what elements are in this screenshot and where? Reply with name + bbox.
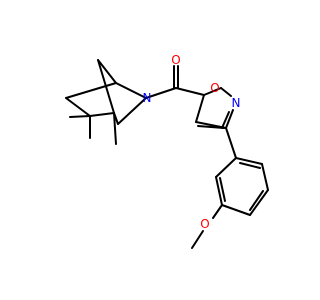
bond xyxy=(195,94,205,123)
bond xyxy=(219,177,226,202)
bond xyxy=(221,111,230,129)
atom-label-isoxazole-oxygen: O xyxy=(210,81,219,95)
bond xyxy=(249,189,269,216)
bond xyxy=(215,157,237,178)
bond xyxy=(235,157,263,165)
bond xyxy=(175,87,205,96)
bond xyxy=(117,97,147,125)
bond xyxy=(225,127,237,159)
atom-label-amide-nitrogen: N xyxy=(143,91,152,105)
molecule-canvas: O N N O O xyxy=(65,53,269,249)
bond xyxy=(113,112,117,145)
bond xyxy=(65,82,117,99)
atom-label-carbonyl-oxygen: O xyxy=(171,53,180,67)
bond xyxy=(203,87,222,96)
bond xyxy=(220,87,232,97)
bond xyxy=(261,163,269,191)
bond xyxy=(225,109,234,129)
atom-label-layer: O N N O O xyxy=(143,53,241,231)
bond xyxy=(97,59,117,84)
bond-layer xyxy=(65,59,269,249)
bond xyxy=(145,87,177,99)
bond xyxy=(115,82,147,99)
bond xyxy=(113,112,119,125)
atom-label-methoxy-oxygen: O xyxy=(200,217,209,231)
atom-label-isoxazole-nitrogen: N xyxy=(232,96,241,110)
bond xyxy=(89,112,115,117)
bond xyxy=(215,176,223,206)
molecule-structure: O N N O O xyxy=(65,53,269,249)
bond xyxy=(65,97,91,117)
bond xyxy=(249,190,264,211)
bond xyxy=(212,204,223,219)
bond xyxy=(197,125,225,129)
bond xyxy=(69,115,91,118)
bond xyxy=(191,230,204,249)
bond xyxy=(239,162,261,169)
bond xyxy=(221,204,251,216)
